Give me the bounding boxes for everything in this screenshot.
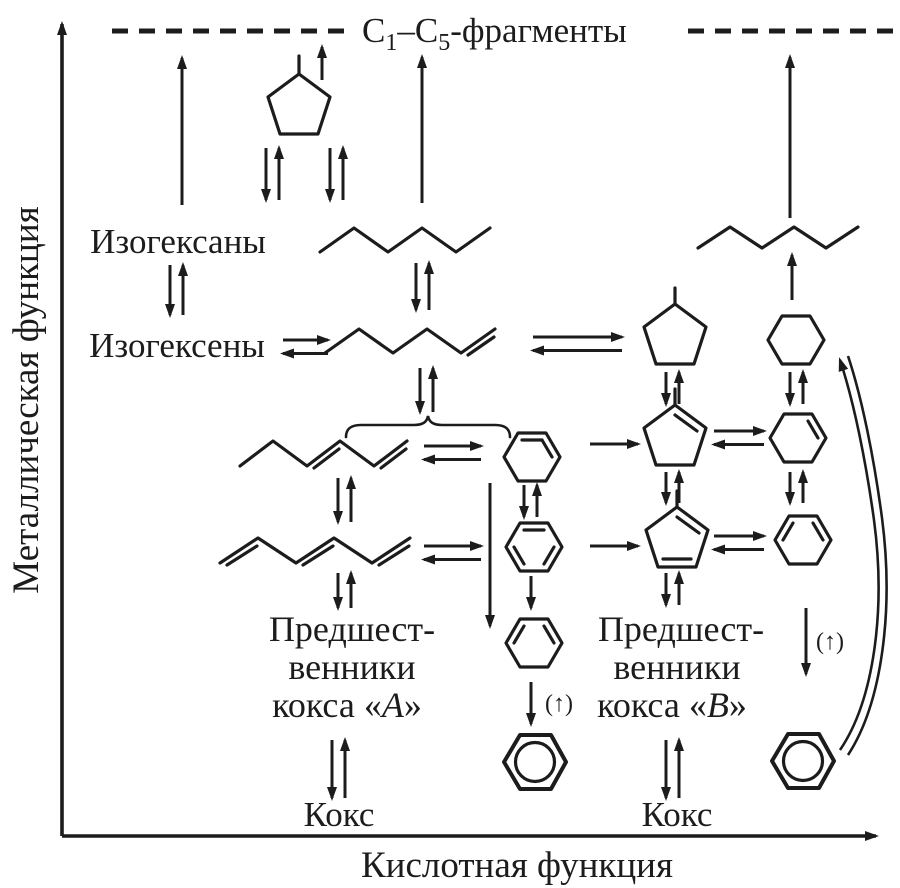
hexene-chain bbox=[323, 327, 497, 355]
ring bbox=[770, 732, 836, 790]
double-bond bbox=[312, 447, 341, 470]
double-bond bbox=[806, 419, 820, 440]
precursor-a-line1: Предшест- bbox=[269, 609, 435, 649]
isohexenes-label: Изогексены bbox=[89, 326, 265, 365]
hexadiene-chain bbox=[238, 439, 409, 468]
aromatic-circle bbox=[513, 740, 557, 784]
cyclization-brace bbox=[344, 415, 512, 439]
precursor-a-line2: венники bbox=[288, 647, 415, 687]
double-bond bbox=[542, 624, 556, 645]
ring bbox=[642, 403, 708, 467]
ring bbox=[502, 733, 568, 791]
hexane-right bbox=[696, 225, 860, 250]
isohexanes-label: Изогексаны bbox=[90, 222, 266, 261]
cyclopentane-ring bbox=[266, 72, 332, 136]
double-bond bbox=[781, 521, 795, 542]
cyclopentane-ring bbox=[642, 302, 708, 366]
methylcyclopentene bbox=[642, 387, 708, 467]
reaction-arrows bbox=[165, 44, 811, 801]
double-bond bbox=[512, 624, 526, 645]
cyclohexene bbox=[768, 412, 828, 464]
gas-release-note-mid: (↑) bbox=[545, 691, 573, 717]
ring bbox=[504, 617, 564, 669]
ring bbox=[768, 412, 828, 464]
hydrogenation-curve-arrow bbox=[838, 355, 888, 756]
ring bbox=[773, 514, 833, 566]
benzene-circle-left bbox=[502, 733, 568, 791]
ring bbox=[502, 431, 562, 483]
x-axis-label: Кислотная функция bbox=[361, 845, 673, 886]
methylcyclopentane-top bbox=[266, 54, 332, 136]
coke-right-label: Кокс bbox=[642, 795, 713, 834]
double-bond bbox=[379, 447, 408, 470]
double-bond bbox=[466, 335, 496, 357]
cyclohexadiene-2 bbox=[773, 514, 833, 566]
methylcyclopentane-mid bbox=[642, 286, 708, 366]
double-bond bbox=[512, 545, 526, 566]
cyclohexane bbox=[766, 314, 826, 366]
hexene bbox=[323, 327, 497, 357]
cyclohexadiene-1 bbox=[502, 431, 562, 483]
ring bbox=[644, 505, 710, 569]
double-bond bbox=[675, 515, 701, 535]
y-axis-label: Металлическая функция bbox=[6, 206, 47, 593]
aromatic-circle bbox=[781, 739, 825, 783]
triene-chain bbox=[218, 536, 412, 565]
ring bbox=[504, 521, 564, 573]
hexane-left bbox=[318, 226, 492, 254]
double-bond bbox=[377, 544, 411, 567]
methylcyclopentadiene bbox=[644, 489, 710, 569]
precursor-a-line3: кокса «A» bbox=[272, 685, 422, 725]
double-bond bbox=[811, 521, 825, 542]
precursor-b-line2: венники bbox=[613, 647, 740, 687]
precursor-b-line3: кокса «B» bbox=[597, 685, 747, 725]
hexatriene bbox=[218, 536, 412, 567]
coke-precursors-a-label: Предшест- венники кокса «A» bbox=[269, 609, 435, 725]
curve-main bbox=[838, 357, 880, 751]
hexadiene bbox=[238, 439, 409, 470]
double-bond bbox=[542, 545, 556, 566]
double-bond bbox=[301, 544, 335, 567]
curve-parallel bbox=[846, 355, 888, 756]
gas-release-note-right: (↑) bbox=[816, 629, 844, 655]
benzene-circle-right bbox=[770, 732, 836, 790]
cyclohexadiene-3 bbox=[504, 617, 564, 669]
coke-left-label: Кокс bbox=[304, 795, 375, 834]
double-bond bbox=[225, 544, 259, 567]
benzene-kekule bbox=[504, 521, 564, 573]
double-bond bbox=[673, 413, 699, 433]
double-bond bbox=[540, 438, 554, 459]
coke-precursors-b-label: Предшест- венники кокса «B» bbox=[597, 609, 764, 725]
fragments-title: C1–C5-фрагменты bbox=[362, 11, 627, 56]
precursor-b-line1: Предшест- bbox=[598, 609, 764, 649]
